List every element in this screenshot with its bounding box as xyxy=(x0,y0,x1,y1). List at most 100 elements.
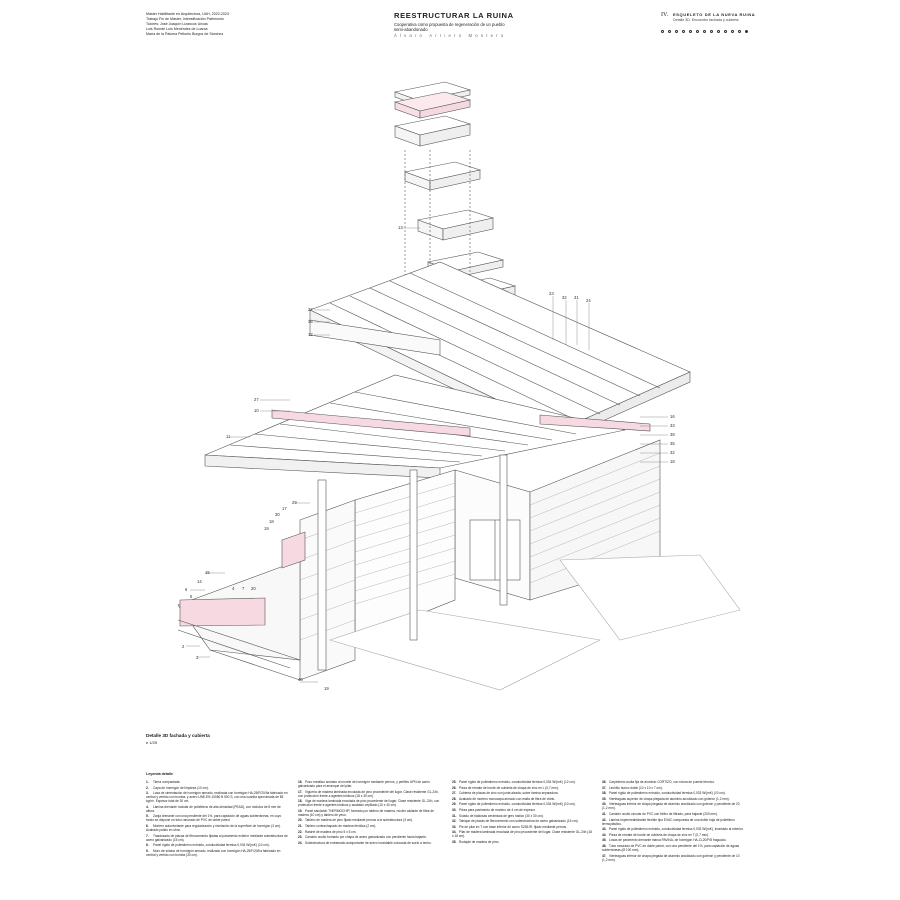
legend-item-number: 43. xyxy=(602,827,607,832)
callout-13: 13 xyxy=(398,225,403,230)
page-dot xyxy=(737,30,742,34)
legend-item-number: 40. xyxy=(602,802,607,807)
legend-item-text: Carpintería oculta fija de aluminio CORT… xyxy=(609,780,715,784)
legend-item: 42.Lámina impermeabilizante flexible tip… xyxy=(602,818,744,826)
callout-19: 19 xyxy=(264,526,269,531)
callout-35: 35 xyxy=(670,441,675,446)
callout-30: 30 xyxy=(275,512,280,517)
legend-item-number: 20. xyxy=(298,818,303,823)
legend-item: 6.Mortero autonivelante para regularizac… xyxy=(146,824,288,832)
legend-item-text: Subestructura de entramado autoportante … xyxy=(305,840,432,845)
legend-item-number: 23. xyxy=(298,835,303,840)
callout-33: 33 xyxy=(670,423,675,428)
legend-item-text: Vierteaguas superior de chapa plegada de… xyxy=(609,796,730,801)
callout-40: 40 xyxy=(298,677,303,682)
legend-item: 36.Carpintería oculta fija de aluminio C… xyxy=(602,780,744,784)
legend-item-number: 46. xyxy=(602,843,607,848)
legend-title: Leyenda detalle xyxy=(146,772,173,776)
legend-item-text: Mortero autonivelante para regularizació… xyxy=(146,823,282,832)
legend-item-number: 4. xyxy=(146,804,149,809)
timber-columns xyxy=(317,454,508,671)
section-title: ESQUELETO DE LA NUEVA RUINA xyxy=(673,12,756,17)
legend-item: 19.Panel sándwich THERMOCHIP, formado po… xyxy=(298,809,440,817)
legend-item-number: 25. xyxy=(452,780,457,784)
legend-item-number: 45. xyxy=(602,838,607,843)
legend-column: 25.Panel rígido de poliestireno extruido… xyxy=(452,780,594,846)
project-info-line: Trabajo Fin de Máster, Intensificación P… xyxy=(146,17,224,21)
legend-item: 35.Rodapié de madera de pino. xyxy=(452,840,594,844)
legend-item-number: 28. xyxy=(452,796,457,801)
legend-item-number: 27. xyxy=(452,791,457,796)
callout-32: 32 xyxy=(562,295,567,300)
legend-item-text: Acabado de mortero monocapa armado con m… xyxy=(459,796,556,801)
callout-36: 36 xyxy=(308,319,313,324)
legend-item-text: Pozo metálico anclado al murete de hormi… xyxy=(298,780,430,788)
legend-item: 40.Vierteaguas inferior de chapa plegada… xyxy=(602,802,744,810)
foundation-section xyxy=(177,531,741,691)
page-dot xyxy=(695,30,700,34)
legend-item-text: Rodapié de madera de pino. xyxy=(459,839,500,844)
project-info-line: Luis Román Luis Menéndez de Luarca xyxy=(146,27,208,31)
legend-item: 8.Panel rígido de poliestireno extruido,… xyxy=(146,843,288,847)
legend-item-text: Panel rígido de poliestireno extruido, c… xyxy=(153,843,270,848)
callout-38: 38 xyxy=(670,432,675,437)
callout-27: 27 xyxy=(254,397,259,402)
legend-item-text: Cubierta de placas de zinc con junta alz… xyxy=(459,791,559,796)
legend-item-text: Viga de madera laminada encolada de pino… xyxy=(298,799,440,808)
legend-item: 29.Panel rígido de poliestireno extruido… xyxy=(452,802,594,806)
legend-item: 5.Zanja drenante con una pendiente del 1… xyxy=(146,814,288,822)
legend-item: 9.Muro de sótano de hormigón armado, rea… xyxy=(146,849,288,857)
legend-item-text: Rastrel de madera de pino 5 x 5 cm. xyxy=(305,829,357,834)
legend-item-number: 35. xyxy=(452,839,457,844)
legend-item: 47.Vierteaguas inferior de chapa plegada… xyxy=(602,854,744,862)
legend-item: 20.Tablero de madera de pino fijado medi… xyxy=(298,818,440,822)
page-dot xyxy=(688,30,693,34)
page-dot xyxy=(716,30,721,34)
legend-item-text: Canalón oculto formado por chapa de acer… xyxy=(305,835,427,840)
page-dot xyxy=(702,30,707,34)
legend-column: 36.Carpintería oculta fija de aluminio C… xyxy=(602,780,744,863)
legend-item-number: 38. xyxy=(602,791,607,796)
callout-23: 23 xyxy=(549,291,554,296)
legend-item: 39.Vierteaguas superior de chapa plegada… xyxy=(602,797,744,801)
title-block: REESTRUCTURAR LA RUINA Cooperativa como … xyxy=(394,11,514,38)
legend-item-text: Tierra compactada. xyxy=(153,780,181,784)
callout-12: 12 xyxy=(308,332,313,337)
section-number: IV. xyxy=(661,12,669,18)
legend-item-number: 42. xyxy=(602,817,607,822)
legend-item-number: 19. xyxy=(298,808,303,813)
page-dot xyxy=(667,30,672,34)
legend-item-text: Pieza para pavimento de mortero de 4 cm … xyxy=(459,807,536,812)
legend-item-text: Muro de sótano de hormigón armado, reali… xyxy=(146,848,281,857)
page-dot xyxy=(723,30,728,34)
legend-item-text: Pilar de madera laminada encolada de pin… xyxy=(452,830,592,839)
legend-item-number: 9. xyxy=(146,848,149,853)
section-subtitle: Detalle 3D. Encuentro fachada y cubierta xyxy=(673,18,739,22)
legend-item-number: 31. xyxy=(452,813,457,818)
legend-item: 44.Pieza de remate de borde de cubierta … xyxy=(602,833,744,837)
legend-item: 28.Acabado de mortero monocapa armado co… xyxy=(452,797,594,801)
legend-item: 43.Panel rígido de poliestireno extruido… xyxy=(602,827,744,831)
legend-item-number: 29. xyxy=(452,802,457,807)
legend-item-number: 39. xyxy=(602,796,607,801)
legend-item: 3.Losa de cimentación de hormigón armado… xyxy=(146,791,288,803)
project-info: Máster Habilitante en Arquitectura, UAH,… xyxy=(146,12,306,37)
legend-item: 24.Subestructura de entramado autoportan… xyxy=(298,841,440,845)
callout-16: 16 xyxy=(670,414,675,419)
legend-item-text: Tubo ranurado de PVC de doble pared, con… xyxy=(602,843,740,852)
legend-item-text: Canalón oculto circular de PVC con fielt… xyxy=(609,811,718,816)
legend-item: 34.Pilar de madera laminada encolada de … xyxy=(452,830,594,838)
legend: Leyenda detalle 1.Tierra compactada.2.Ca… xyxy=(146,772,743,862)
legend-item-number: 18. xyxy=(298,799,303,804)
callout-20: 20 xyxy=(251,586,256,591)
legend-item: 37.Lechillo hueco doble (10 x 10 x 7 cm)… xyxy=(602,786,744,790)
page-dot xyxy=(661,30,665,34)
legend-item: 45.Losas de pavimento drenante marca PAV… xyxy=(602,838,744,842)
legend-item-number: 3. xyxy=(146,791,149,796)
legend-item: 26.Pieza de remate de borde de cubierta … xyxy=(452,786,594,790)
legend-item-text: Panel rígido de poliestireno extruido, c… xyxy=(609,791,726,796)
legend-item: 23.Canalón oculto formado por chapa de a… xyxy=(298,835,440,839)
callout-6: 6 xyxy=(185,587,188,592)
legend-item-text: Viguería de madera laminada encolada de … xyxy=(298,789,439,798)
